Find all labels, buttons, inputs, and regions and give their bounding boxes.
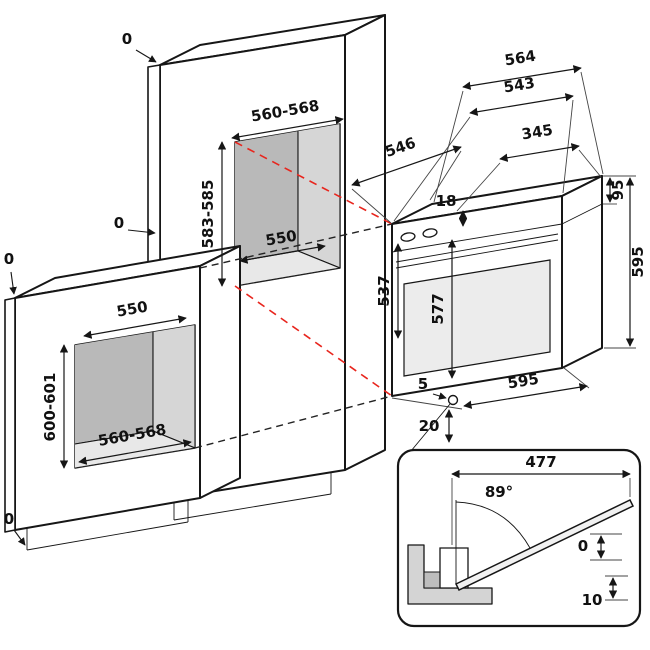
open-door — [454, 499, 635, 591]
dim-door-angle: 89° — [485, 483, 513, 501]
datum-circle — [447, 394, 459, 406]
dim-line-oven-panel-width — [499, 143, 580, 162]
dim-door-zero-gap: 0 — [578, 537, 588, 555]
dim-line-tall-width-back — [239, 243, 326, 264]
niche-projection-line-bottom — [234, 285, 393, 397]
detail-leader-line — [410, 403, 451, 452]
dim-line-oven-bottom-width — [463, 383, 588, 409]
dim-door-width: 477 — [525, 453, 556, 471]
dim-line-base-width-back — [83, 315, 187, 339]
plinth-line — [173, 493, 332, 521]
dim-oven-panel-height: 95 — [609, 180, 627, 201]
base-cabinet-side-face — [199, 245, 241, 499]
niche-projection-line-top — [234, 141, 393, 225]
dim-oven-overall-width: 564 — [503, 47, 537, 70]
dim-base-width-back: 550 — [115, 297, 149, 320]
dim-base-height: 600-601 — [41, 373, 59, 442]
leader-tall-zero-top — [135, 49, 157, 63]
dim-line-oven-overall-width — [462, 65, 582, 90]
base-cabinet-left-edge — [4, 297, 16, 533]
ext-line — [351, 188, 392, 224]
dim-door-clearance: 10 — [582, 591, 603, 609]
dim-line-tall-width-front — [231, 116, 344, 141]
door-glass — [403, 259, 551, 377]
dimensions: 560-568 550 583-585 0 0 550 560-568 600-… — [4, 30, 647, 609]
dim-tall-zero-top: 0 — [122, 30, 132, 48]
dim-oven-front-gap: 5 — [418, 375, 428, 393]
tall-cabinet-side-face — [344, 14, 386, 471]
dim-tall-width-back: 550 — [264, 227, 298, 250]
dim-oven-depth: 546 — [383, 134, 418, 161]
ext-line — [563, 367, 590, 389]
angle-arc — [455, 501, 531, 549]
dim-oven-bottom-gap: 20 — [419, 417, 440, 435]
dim-oven-bottom-width: 595 — [506, 370, 540, 393]
ext-line — [562, 99, 574, 194]
oven — [391, 175, 603, 397]
leader-base-zero-bottom — [13, 529, 26, 546]
ext-line — [391, 397, 463, 410]
leader-front-gap — [432, 392, 447, 400]
oven-front-section — [439, 547, 469, 589]
oven-side-face — [561, 175, 603, 369]
dim-tall-height: 583-585 — [199, 180, 217, 249]
niche-side-wall — [297, 124, 340, 269]
dim-oven-body-height: 577 — [429, 293, 447, 324]
leader-base-zero-top — [9, 271, 17, 295]
control-knob — [400, 232, 416, 242]
dim-oven-front-width: 543 — [502, 74, 536, 97]
dim-oven-body-depth: 537 — [375, 275, 393, 306]
cabinet-section — [407, 544, 493, 605]
dim-oven-overall-height: 595 — [629, 246, 647, 277]
control-panel-side-line — [561, 203, 603, 225]
dim-base-zero-top: 0 — [4, 250, 14, 268]
ext-line — [456, 162, 501, 212]
dim-line-oven-front-width — [469, 93, 574, 116]
dim-base-zero-bottom: 0 — [4, 510, 14, 528]
ext-line — [580, 71, 604, 175]
plinth-line — [26, 521, 189, 551]
ext-line — [578, 149, 602, 178]
control-knob — [422, 228, 438, 238]
leader-tall-zero-side — [127, 228, 156, 237]
dim-oven-top-inset: 18 — [436, 192, 457, 210]
base-projection-line-bottom — [194, 395, 393, 449]
door-handle-line — [395, 239, 559, 269]
dim-tall-zero-side: 0 — [114, 214, 124, 232]
base-cabinet-plinth — [26, 500, 189, 551]
dim-line-oven-depth — [351, 145, 462, 187]
door-handle-line — [395, 233, 559, 263]
control-panel-line — [391, 223, 563, 253]
door-detail-panel — [396, 448, 642, 628]
dim-oven-panel-width: 345 — [520, 121, 554, 144]
dim-line-base-width-front — [78, 439, 192, 465]
